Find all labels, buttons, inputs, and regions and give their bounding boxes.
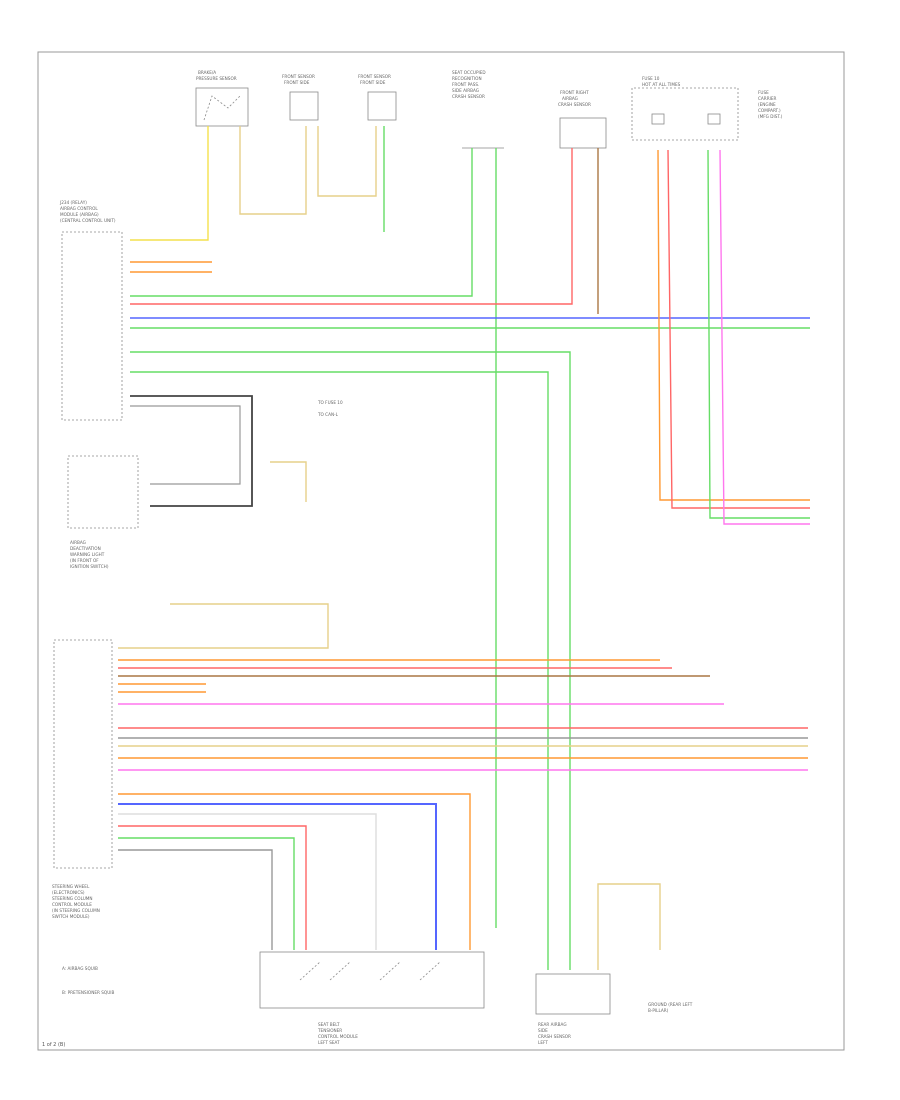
wire-module-black	[130, 395, 253, 507]
steering-column-module: STEERING WHEEL (ELECTRONICS) STEERING CO…	[52, 639, 113, 919]
svg-text:FUSE 10: FUSE 10	[642, 76, 660, 81]
airbag-control-module: J234 (RELAY) AIRBAG CONTROL MODULE (AIRB…	[59, 200, 123, 421]
wire-bot-red	[118, 825, 307, 950]
wire-bot-green	[118, 837, 295, 950]
svg-text:B: PRETENSIONER SQUIB: B: PRETENSIONER SQUIB	[62, 990, 114, 995]
svg-text:STEERING WHEEL: STEERING WHEEL	[52, 884, 90, 889]
rear-airbag-crash-sensor: REAR AIRBAG SIDE CRASH SENSOR LEFT	[535, 973, 611, 1045]
svg-text:LEFT: LEFT	[538, 1040, 548, 1045]
wire-col-tan	[118, 603, 329, 649]
occupant-seat-sensor: SEAT OCCUPIED RECOGNITION FRONT PASS. SI…	[452, 70, 504, 149]
wire-fuse-green	[707, 149, 810, 519]
svg-text:B-PILLAR): B-PILLAR)	[648, 1008, 669, 1013]
wire-frontright-red	[130, 148, 573, 305]
wire-seat-green1	[130, 148, 473, 297]
svg-text:STEERING COLUMN: STEERING COLUMN	[52, 896, 93, 901]
svg-text:SIDE: SIDE	[538, 1028, 548, 1033]
wire-center-tan	[317, 126, 377, 197]
svg-text:SEAT BELT: SEAT BELT	[318, 1022, 340, 1027]
svg-text:FRONT RIGHT: FRONT RIGHT	[560, 90, 589, 95]
svg-text:GROUND (REAR LEFT: GROUND (REAR LEFT	[648, 1002, 693, 1007]
svg-text:AIRBAG: AIRBAG	[562, 96, 578, 101]
front-crash-sensor-right: FRONT SENSOR FRONT SIDE	[358, 74, 397, 121]
wire-rear-tan	[597, 883, 661, 970]
svg-text:CONTROL MODULE: CONTROL MODULE	[52, 902, 92, 907]
wire-fuse-orange	[657, 149, 810, 501]
seat-belt-tensioner-module: SEAT BELT TENSIONER CONTROL MODULE LEFT …	[259, 951, 485, 1045]
wire-bot-blue	[118, 803, 437, 950]
wires-layer	[118, 126, 810, 970]
svg-text:LEFT SEAT: LEFT SEAT	[318, 1040, 340, 1045]
svg-text:SIDE AIRBAG: SIDE AIRBAG	[452, 88, 479, 93]
airbag-deactivation-light: AIRBAG DEACTIVATION WARNING LIGHT (IN FR…	[67, 455, 139, 569]
fuse-panel: FUSE 10 HOT AT ALL TIMES FUSE CARRIER (E…	[631, 76, 783, 141]
svg-text:MODULE (AIRBAG): MODULE (AIRBAG)	[60, 212, 99, 217]
front-right-airbag-sensor: FRONT RIGHT AIRBAG CRASH SENSOR	[558, 90, 607, 149]
svg-text:(CENTRAL CONTROL UNIT): (CENTRAL CONTROL UNIT)	[60, 218, 116, 223]
diagram-frame	[37, 51, 845, 1051]
wire-brake-yellow	[130, 126, 209, 241]
svg-text:CARRIER: CARRIER	[758, 96, 776, 101]
wire-bot-gray	[118, 849, 273, 950]
svg-text:REAR AIRBAG: REAR AIRBAG	[538, 1022, 567, 1027]
wire-ign-green2	[130, 371, 549, 970]
wire-bot-orange	[118, 793, 471, 950]
ground-point-rear: GROUND (REAR LEFT B-PILLAR)	[648, 1002, 693, 1013]
svg-text:(IN STEERING COLUMN: (IN STEERING COLUMN	[52, 908, 100, 913]
wire-fuse-pink	[719, 149, 810, 525]
svg-text:J234 (RELAY): J234 (RELAY)	[59, 200, 87, 205]
wire-module-gray	[130, 405, 241, 485]
svg-text:TO FUSE 10: TO FUSE 10	[317, 400, 343, 405]
svg-text:AIRBAG: AIRBAG	[70, 540, 86, 545]
svg-text:BRAKE/A: BRAKE/A	[198, 70, 216, 75]
svg-text:(IN FRONT OF: (IN FRONT OF	[70, 558, 99, 563]
svg-text:(MFG DIST.): (MFG DIST.)	[758, 114, 783, 119]
wire-fuse-red	[667, 149, 810, 509]
brake-pressure-sensor: BRAKE/A PRESSURE SENSOR	[195, 70, 249, 127]
svg-text:HOT AT ALL TIMES: HOT AT ALL TIMES	[642, 82, 681, 87]
svg-text:A: AIRBAG SQUIB: A: AIRBAG SQUIB	[62, 966, 98, 971]
svg-text:FRONT SENSOR: FRONT SENSOR	[282, 74, 315, 79]
notes: TO FUSE 10 TO CAN-L	[317, 400, 343, 417]
svg-text:SWITCH MODULE): SWITCH MODULE)	[52, 914, 90, 919]
svg-text:WARNING LIGHT: WARNING LIGHT	[70, 552, 105, 557]
svg-text:TO CAN-L: TO CAN-L	[317, 412, 339, 417]
svg-text:FRONT SIDE: FRONT SIDE	[284, 80, 310, 85]
svg-text:CRASH SENSOR: CRASH SENSOR	[538, 1034, 571, 1039]
svg-text:DEACTIVATION: DEACTIVATION	[70, 546, 101, 551]
svg-text:TENSIONER: TENSIONER	[317, 1028, 342, 1033]
wire-bot-white	[118, 813, 377, 950]
svg-text:FRONT SIDE: FRONT SIDE	[360, 80, 386, 85]
svg-text:(ELECTRONICS): (ELECTRONICS)	[52, 890, 85, 895]
svg-text:PRESSURE SENSOR: PRESSURE SENSOR	[196, 76, 237, 81]
legend: A: AIRBAG SQUIB B: PRETENSIONER SQUIB	[62, 966, 114, 995]
svg-text:SEAT OCCUPIED: SEAT OCCUPIED	[452, 70, 486, 75]
wire-ground-tan	[270, 461, 307, 502]
svg-text:FRONT SENSOR: FRONT SENSOR	[358, 74, 391, 79]
svg-text:RECOGNITION: RECOGNITION	[452, 76, 482, 81]
svg-text:IGNITION SWITCH): IGNITION SWITCH)	[70, 564, 109, 569]
svg-text:AIRBAG CONTROL: AIRBAG CONTROL	[60, 206, 98, 211]
svg-text:COMPART.): COMPART.)	[758, 108, 781, 113]
svg-text:FUSE: FUSE	[758, 90, 769, 95]
svg-text:CRASH SENSOR: CRASH SENSOR	[558, 102, 591, 107]
wire-ign-green	[130, 351, 571, 970]
svg-text:CRASH SENSOR: CRASH SENSOR	[452, 94, 485, 99]
wire-brake-tan	[239, 126, 307, 215]
figure-number: 1 of 2 (B)	[42, 1042, 65, 1048]
svg-text:FRONT PASS.: FRONT PASS.	[452, 82, 479, 87]
svg-text:CONTROL MODULE: CONTROL MODULE	[318, 1034, 358, 1039]
svg-text:(ENGINE: (ENGINE	[758, 102, 776, 107]
front-crash-sensor-center: FRONT SENSOR FRONT SIDE	[282, 74, 319, 121]
